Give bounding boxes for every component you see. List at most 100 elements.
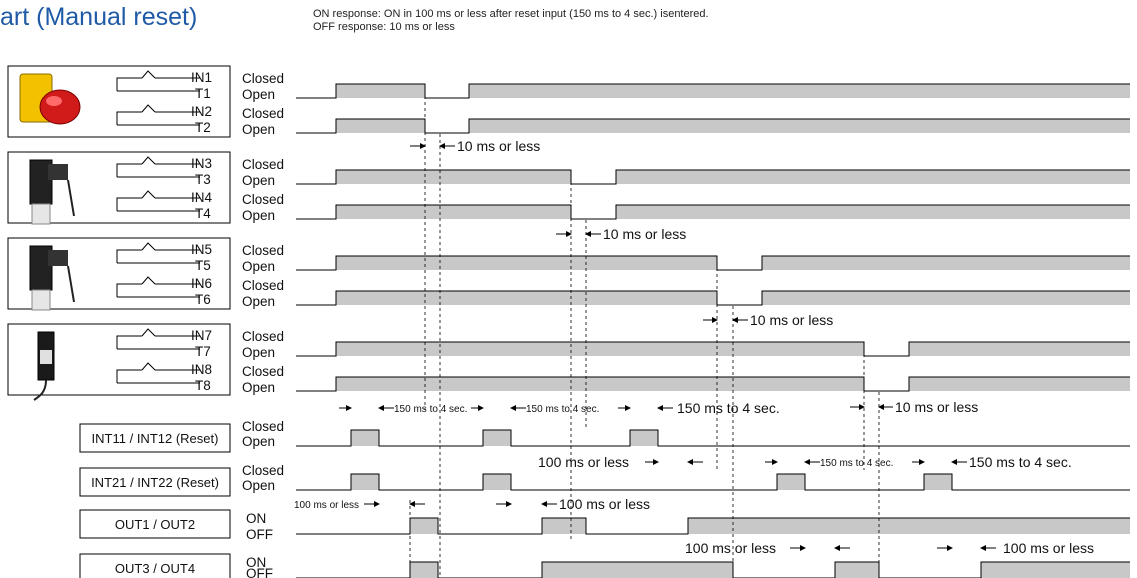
signal-fill — [762, 291, 1130, 305]
open-label: Open — [242, 208, 275, 223]
door-switch-actuator — [48, 164, 68, 180]
terminal-label: T5 — [195, 258, 211, 273]
cable — [68, 180, 74, 216]
off-label: OFF — [246, 566, 273, 578]
pulse-fill — [351, 430, 379, 446]
open-label: Open — [242, 122, 275, 137]
channel-label: IN6 — [191, 276, 212, 291]
contact-lever — [142, 71, 155, 78]
on-response-label: 100 ms or less — [1003, 540, 1094, 556]
closed-label: Closed — [242, 364, 284, 379]
cable — [68, 266, 74, 302]
signal-fill — [336, 256, 717, 270]
terminal-label: T8 — [195, 378, 211, 393]
signal-fill — [762, 256, 1130, 270]
signal-fill — [336, 205, 571, 219]
reset2-box-label: INT21 / INT22 (Reset) — [91, 475, 219, 490]
contact-wire — [117, 112, 142, 125]
open-label: Open — [242, 345, 275, 360]
pulse-fill — [688, 518, 1130, 534]
contact-wire — [117, 164, 142, 177]
contact-wire — [117, 284, 142, 297]
off-response-label: 10 ms or less — [603, 226, 686, 242]
pulse-fill — [630, 430, 658, 446]
terminal-label: T2 — [195, 120, 211, 135]
door-switch-base — [32, 290, 50, 310]
pulse-fill — [351, 474, 379, 490]
door-switch-actuator — [48, 250, 68, 266]
reset-pulse-label: 150 ms to 4 sec. — [820, 458, 893, 469]
signal-fill — [616, 205, 1130, 219]
off-response-label: 10 ms or less — [750, 312, 833, 328]
open-label: Open — [242, 434, 275, 449]
closed-label: Closed — [242, 192, 284, 207]
on-response-label: 100 ms or less — [538, 454, 629, 470]
reset1-waveform — [296, 430, 1130, 446]
off-label: OFF — [246, 527, 273, 542]
closed-label: Closed — [242, 419, 284, 434]
pulse-fill — [981, 562, 1130, 578]
terminal-label: T1 — [195, 86, 211, 101]
open-label: Open — [242, 294, 275, 309]
closed-label: Closed — [242, 106, 284, 121]
terminal-label: T6 — [195, 292, 211, 307]
terminal-label: T7 — [195, 344, 211, 359]
open-label: Open — [242, 259, 275, 274]
closed-label: Closed — [242, 278, 284, 293]
off-response-label: 10 ms or less — [457, 138, 540, 154]
contact-lever — [142, 191, 155, 198]
channel-label: IN8 — [191, 362, 212, 377]
sensor-label — [40, 350, 52, 364]
pulse-fill — [542, 562, 733, 578]
signal-fill — [469, 119, 1130, 133]
terminal-label: T4 — [195, 206, 211, 221]
signal-fill — [336, 342, 864, 356]
signal-fill — [336, 291, 717, 305]
pulse-fill — [924, 474, 952, 490]
off-response-label: 10 ms or less — [895, 399, 978, 415]
cable — [34, 380, 46, 400]
contact-wire — [117, 78, 142, 91]
out2-box-label: OUT3 / OUT4 — [115, 561, 195, 576]
out1-box-label: OUT1 / OUT2 — [115, 517, 195, 532]
contact-lever — [142, 105, 155, 112]
signal-fill — [336, 119, 425, 133]
pulse-fill — [542, 518, 586, 534]
contact-wire — [117, 336, 142, 349]
pulse-fill — [483, 474, 511, 490]
on-response-label: 100 ms or less — [294, 500, 359, 511]
channel-label: IN1 — [191, 70, 212, 85]
signal-fill — [336, 84, 425, 98]
closed-label: Closed — [242, 463, 284, 478]
closed-label: Closed — [242, 243, 284, 258]
pulse-fill — [410, 518, 438, 534]
on-response-label: 100 ms or less — [559, 496, 650, 512]
signal-fill — [336, 170, 571, 184]
signal-fill — [469, 84, 1130, 98]
channel-label: IN4 — [191, 190, 213, 205]
reset-pulse-label: 150 ms to 4 sec. — [969, 454, 1072, 470]
closed-label: Closed — [242, 71, 284, 86]
pulse-fill — [410, 562, 438, 578]
contact-wire — [117, 370, 142, 383]
reset1-box-label: INT11 / INT12 (Reset) — [92, 431, 219, 446]
on-response-label: 100 ms or less — [685, 540, 776, 556]
open-label: Open — [242, 173, 275, 188]
contact-lever — [142, 277, 155, 284]
reset-pulse-label: 150 ms to 4 sec. — [526, 404, 599, 415]
contact-wire — [117, 250, 142, 263]
pulse-fill — [777, 474, 805, 490]
pulse-fill — [483, 430, 511, 446]
door-switch-base — [32, 204, 50, 224]
contact-lever — [142, 157, 155, 164]
on-label: ON — [246, 511, 266, 526]
channel-label: IN3 — [191, 156, 212, 171]
signal-fill — [909, 377, 1130, 391]
open-label: Open — [242, 87, 275, 102]
contact-wire — [117, 198, 142, 211]
signal-fill — [336, 377, 864, 391]
reset2-waveform — [296, 474, 1130, 490]
reset-pulse-label: 150 ms to 4 sec. — [394, 404, 467, 415]
signal-fill — [616, 170, 1130, 184]
